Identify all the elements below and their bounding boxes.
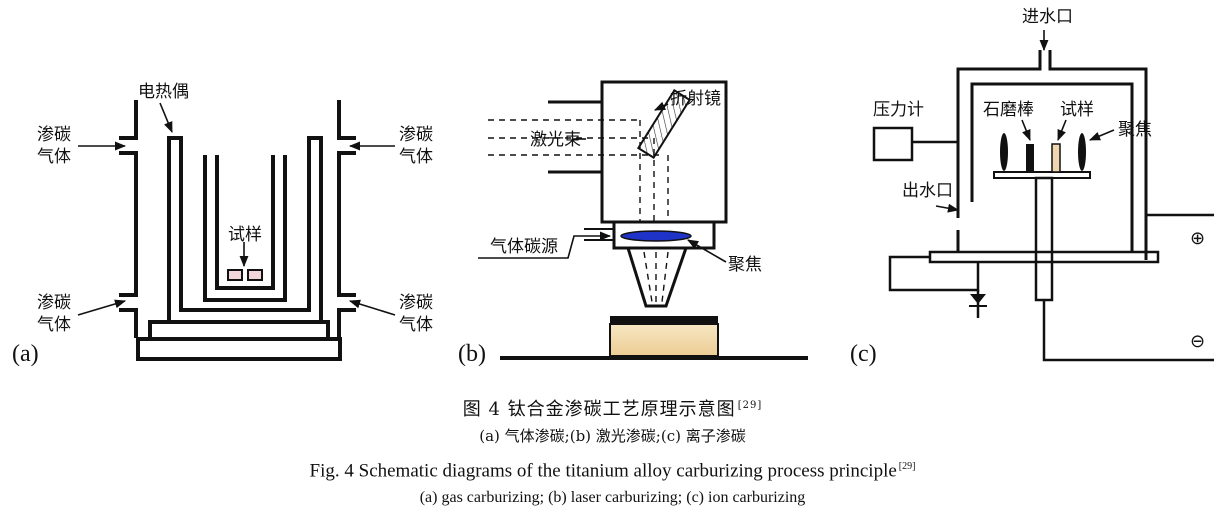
- gas-label-a-left-top-2: 气体: [37, 147, 71, 167]
- panel-b-arrows: [478, 101, 727, 263]
- minus-terminal-icon: ⊖: [1190, 331, 1205, 352]
- graphite-rod: [1026, 144, 1034, 172]
- sample-label-c: 试样: [1060, 100, 1094, 120]
- panel-tag-b: (b): [458, 341, 486, 367]
- graphite-rod-label: 石磨棒: [983, 100, 1034, 120]
- pressure-gauge-box: [872, 126, 914, 162]
- gas-label-a-right-bottom-1: 渗碳: [399, 293, 433, 313]
- process-schematic-figure: 渗碳 气体 渗碳 气体 电热偶 试样 渗碳 气体 渗碳 气体 (a): [12, 7, 1214, 367]
- right-inlet-lower: [337, 308, 356, 338]
- sample-b-block: [609, 323, 719, 357]
- caption-zh-sub: (a) 气体渗碳;(b) 激光渗碳;(c) 离子渗碳: [479, 427, 746, 445]
- panel-a-gas-carburizing: [119, 100, 356, 361]
- panel-tag-a: (a): [12, 341, 39, 367]
- focus-label-c: 聚焦: [1118, 120, 1152, 140]
- focus-chamber: [612, 220, 716, 250]
- gas-label-a-right-bottom-2: 气体: [399, 315, 433, 335]
- left-inlet-lower: [119, 308, 138, 338]
- caption-zh-title-text: 图 4 钛合金渗碳工艺原理示意图: [462, 399, 736, 420]
- caption-zh-title: 图 4 钛合金渗碳工艺原理示意图[29]: [0, 392, 1225, 424]
- panel-c-arrows: [935, 30, 1115, 213]
- lower-flange: [928, 250, 1160, 264]
- sample-b-top: [610, 316, 718, 324]
- caption-en-ref: [29]: [898, 461, 916, 472]
- plus-terminal-icon: ⊕: [1190, 228, 1205, 249]
- gas-label-a-right-top-1: 渗碳: [399, 125, 433, 145]
- caption-zh-ref: [29]: [737, 400, 763, 411]
- left-wall: [119, 151, 138, 297]
- panel-c-ion-carburizing: [872, 50, 1214, 362]
- caption-en-title-text: Fig. 4 Schematic diagrams of the titaniu…: [309, 460, 897, 482]
- carbon-source-label: 气体碳源: [490, 237, 558, 257]
- caption-en-title: Fig. 4 Schematic diagrams of the titaniu…: [0, 452, 1225, 486]
- pressure-gauge-label: 压力计: [873, 100, 924, 120]
- panel-a-arrows: [77, 102, 396, 316]
- sample-a-left: [227, 269, 243, 281]
- sample-label-a: 试样: [228, 225, 262, 245]
- thermocouple-tube: [167, 136, 323, 322]
- gas-label-a-left-bottom-1: 渗碳: [37, 293, 71, 313]
- focus-cone: [626, 247, 688, 308]
- gas-label-a-left-bottom-2: 气体: [37, 315, 71, 335]
- thermocouple-label: 电热偶: [138, 82, 189, 102]
- furnace-base: [136, 337, 342, 361]
- right-wall: [337, 151, 356, 297]
- water-inlet-label: 进水口: [1022, 7, 1073, 27]
- inner-chamber: [970, 82, 1134, 252]
- panel-tag-c: (c): [850, 341, 877, 367]
- gas-label-a-right-top-2: 气体: [399, 147, 433, 167]
- furnace-inner-base: [148, 320, 330, 341]
- figure-caption: 图 4 钛合金渗碳工艺原理示意图[29] (a) 气体渗碳;(b) 激光渗碳;(…: [0, 392, 1225, 510]
- sample-a-right: [247, 269, 263, 281]
- left-inlet-upper: [119, 100, 138, 140]
- sample-c: [1051, 143, 1061, 173]
- focus-rod-right: [1078, 133, 1086, 171]
- inner-crucible-inner: [215, 155, 275, 290]
- focus-rod-left: [1000, 133, 1008, 171]
- focus-label-b: 聚焦: [728, 255, 762, 275]
- gas-label-a-left-top-1: 渗碳: [37, 125, 71, 145]
- laser-beam-label: 激光束: [530, 130, 581, 150]
- panel-b-laser-carburizing: [488, 80, 808, 360]
- central-shaft: [1034, 176, 1054, 302]
- lens: [620, 230, 692, 242]
- diode-symbol: [970, 294, 986, 304]
- outer-chamber: [956, 58, 1148, 260]
- sample-plate: [993, 171, 1091, 179]
- right-inlet-upper: [337, 100, 356, 140]
- mirror-label: 折射镜: [670, 89, 721, 109]
- water-outlet-label: 出水口: [902, 181, 953, 201]
- caption-en-sub: (a) gas carburizing; (b) laser carburizi…: [419, 489, 806, 507]
- mirror-shape: [636, 89, 692, 159]
- inner-crucible-outer: [203, 155, 287, 302]
